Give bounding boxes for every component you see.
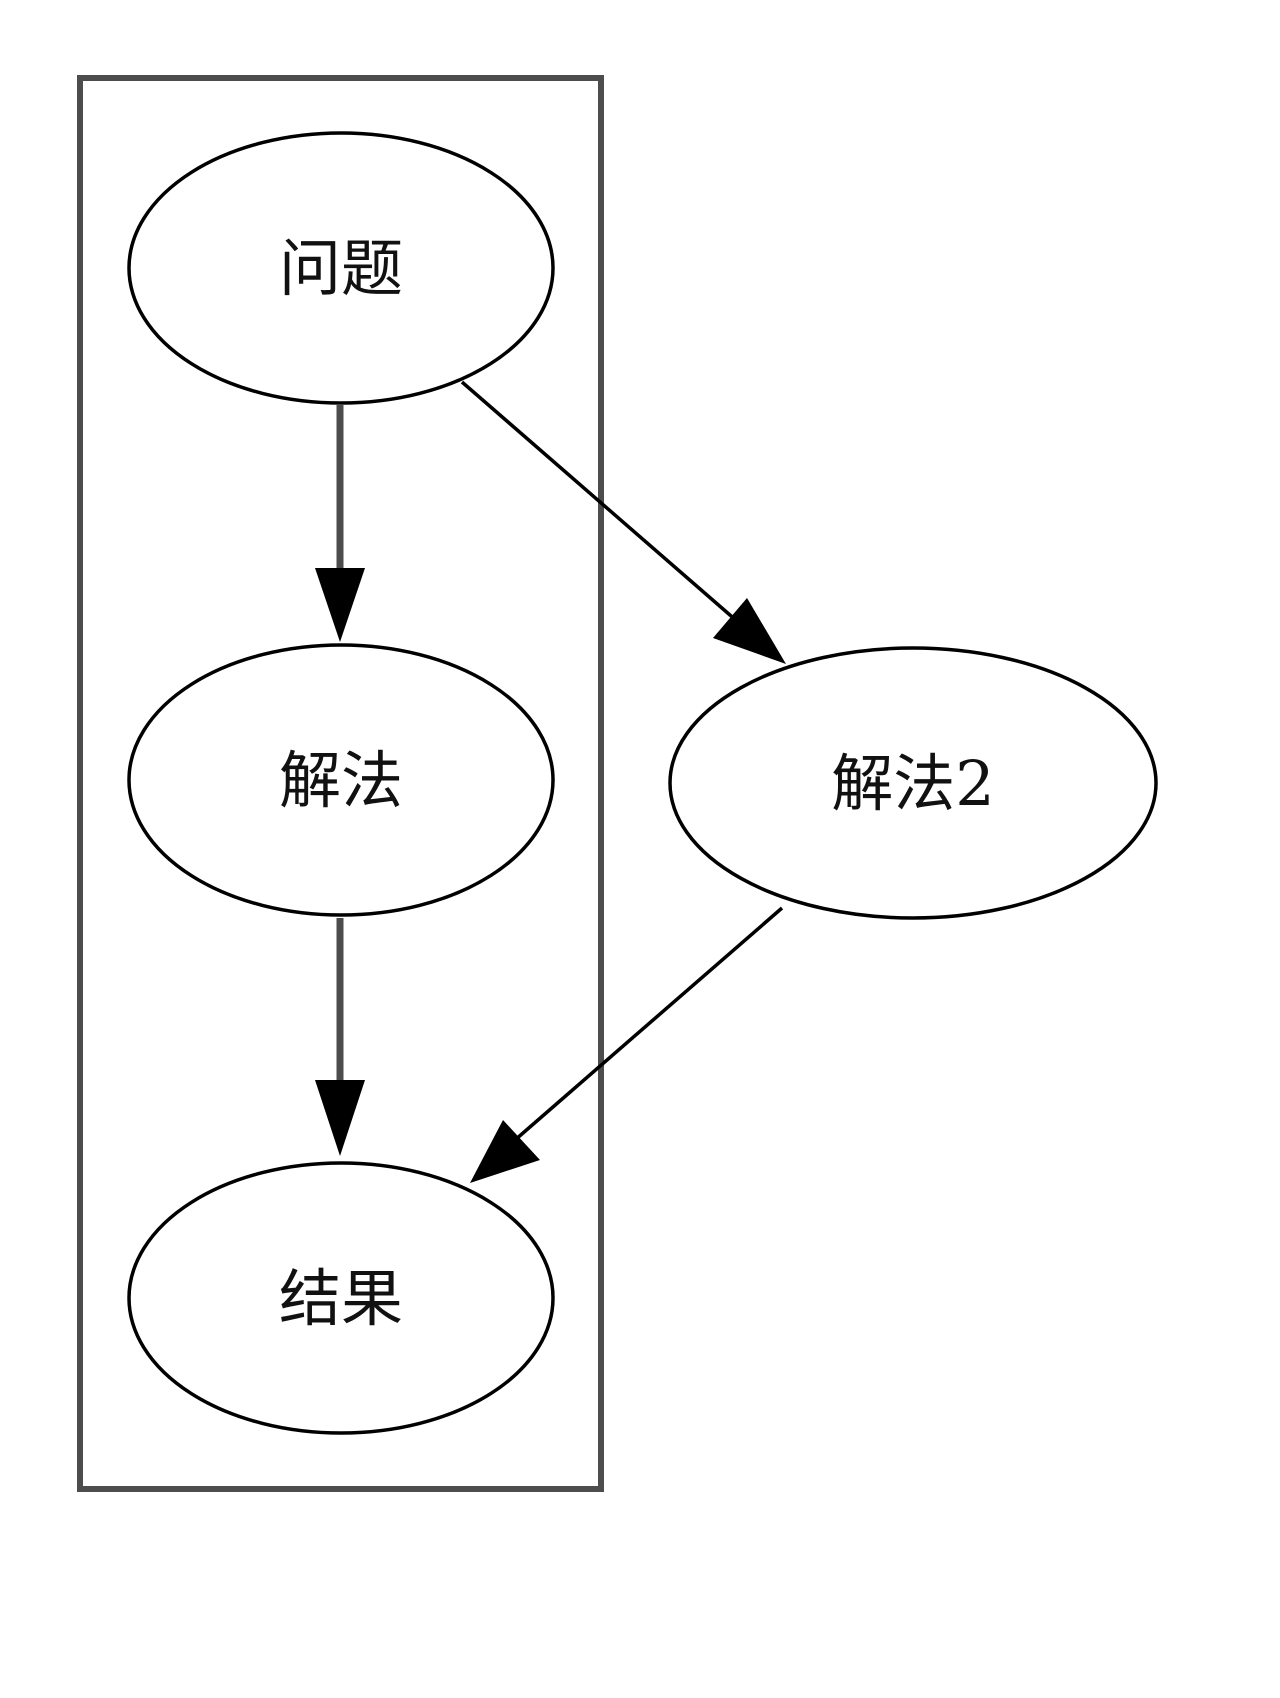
- node-jiefa2[interactable]: 解法2: [668, 646, 1158, 920]
- arrowhead-icon: [713, 598, 786, 664]
- edge-wenti-jiefa: [315, 405, 365, 642]
- arrowhead-icon: [315, 568, 365, 642]
- edge-wenti-jiefa2: [460, 380, 786, 664]
- arrowhead-icon: [315, 1080, 365, 1156]
- node-jiefa[interactable]: 解法: [127, 643, 555, 917]
- node-label: 问题: [279, 232, 403, 305]
- node-label: 解法: [279, 744, 403, 817]
- node-label: 结果: [279, 1262, 403, 1335]
- node-jieguo[interactable]: 结果: [127, 1161, 555, 1435]
- cluster-box: [77, 75, 604, 1492]
- node-label: 解法2: [831, 747, 994, 820]
- edge-jiefa2-jieguo: [470, 906, 784, 1183]
- arrowhead-icon: [470, 1120, 540, 1183]
- node-wenti[interactable]: 问题: [127, 131, 555, 405]
- edge-jiefa-jieguo: [315, 918, 365, 1156]
